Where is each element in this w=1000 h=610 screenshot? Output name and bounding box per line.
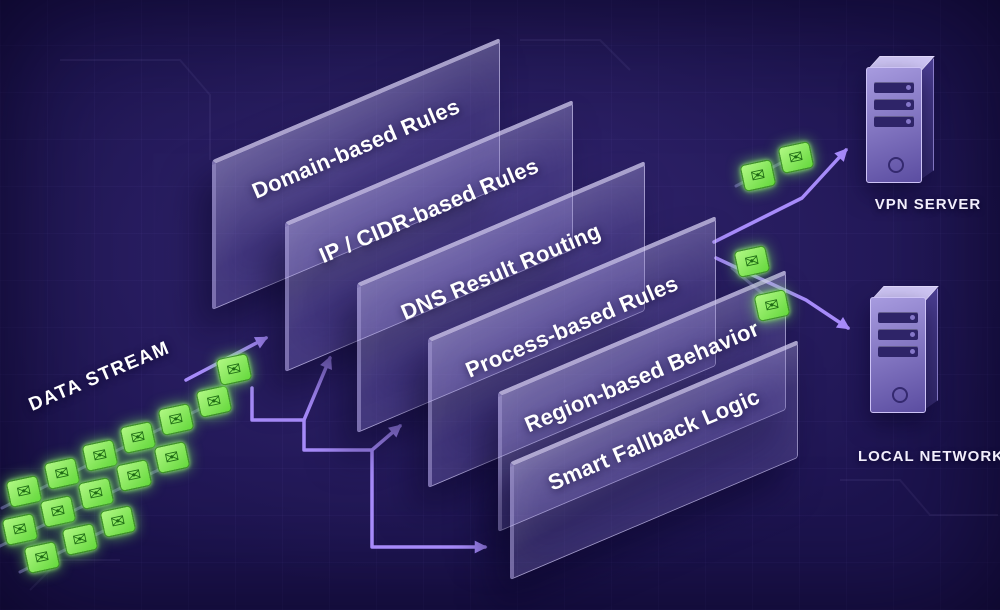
arrow-feed-panel6 <box>370 448 488 554</box>
arrow-feed-panel3 <box>302 418 402 452</box>
arrow-feed-panel2 <box>250 355 332 422</box>
server-drive-bay <box>874 116 914 127</box>
server-drive-bay <box>878 346 918 357</box>
server-drive-bay <box>878 312 918 323</box>
server-front-face <box>870 297 926 413</box>
arrow-to-vpn-server <box>712 148 848 244</box>
local-network-label: LOCAL NETWORK <box>857 448 1000 465</box>
server-power-button <box>892 387 908 403</box>
panel-smart-fallback: Smart Fallback Logic <box>510 339 798 581</box>
server-drive-bay <box>878 329 918 340</box>
server-side-face <box>924 288 938 410</box>
circuit-trace <box>29 39 998 591</box>
local-network-server-icon <box>870 286 940 416</box>
server-front-face <box>866 67 922 183</box>
server-drive-bay <box>874 82 914 93</box>
server-drive-bay <box>874 99 914 110</box>
server-side-face <box>920 58 934 180</box>
vpn-server-label: VPN SERVER <box>874 196 982 213</box>
vpn-server-icon <box>866 56 936 186</box>
server-power-button <box>888 157 904 173</box>
